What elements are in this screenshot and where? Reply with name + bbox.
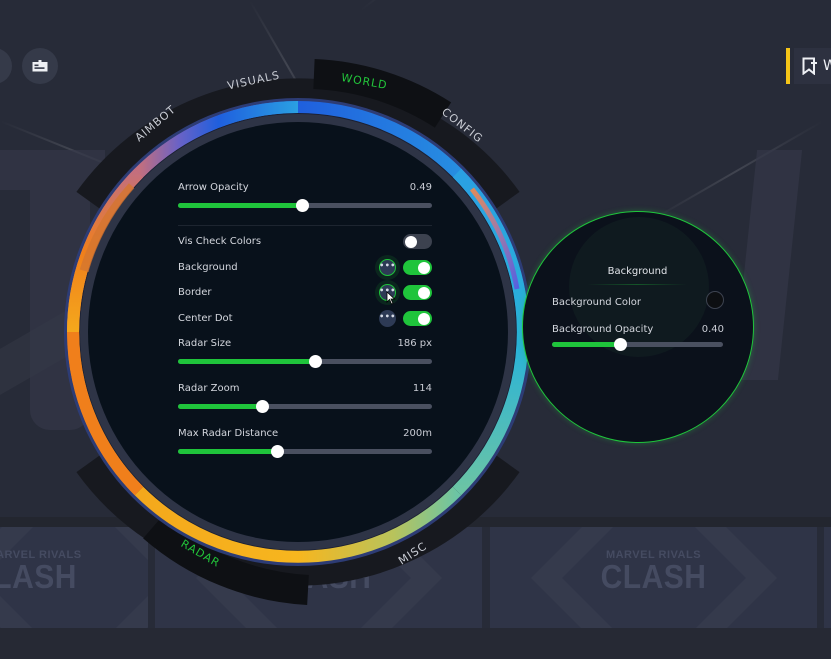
divider <box>587 284 687 285</box>
divider <box>178 225 432 226</box>
border-toggle[interactable] <box>403 285 432 300</box>
arrow-opacity-slider[interactable] <box>178 199 432 212</box>
slider-handle[interactable] <box>255 400 269 413</box>
event-card[interactable]: MARVEL RIVALS CLASH <box>490 527 817 628</box>
menu-button[interactable] <box>0 48 12 84</box>
footer <box>0 628 831 659</box>
slider-handle[interactable] <box>309 355 323 368</box>
max-radar-distance-slider[interactable] <box>178 445 432 458</box>
center-dot-toggle[interactable] <box>403 311 432 326</box>
slider-handle[interactable] <box>296 199 310 212</box>
background-toggle[interactable] <box>403 260 432 275</box>
background-more-button[interactable]: ••• <box>379 259 396 276</box>
slider-handle[interactable] <box>271 445 285 458</box>
radial-ring <box>64 59 532 605</box>
radial-menu: AIMBOT VISUALS WORLD CONFIG MISC RADAR <box>23 57 573 607</box>
popup-title: Background <box>607 266 668 277</box>
radar-zoom-slider[interactable] <box>178 400 432 413</box>
slider-handle[interactable] <box>614 338 628 351</box>
color-swatch[interactable] <box>706 291 724 309</box>
bookmark-add-icon <box>802 57 817 75</box>
event-card[interactable]: MARVEL RIVALS CLASH <box>0 527 148 628</box>
radar-size-slider[interactable] <box>178 355 432 368</box>
background-settings-popup: Background Background Color Background O… <box>522 211 754 443</box>
accent-bar <box>786 48 790 84</box>
side-tab[interactable]: W <box>786 48 831 84</box>
background-opacity-slider[interactable] <box>552 338 723 351</box>
vis-check-colors-toggle[interactable] <box>403 234 432 249</box>
profile-card-button[interactable] <box>22 48 58 84</box>
event-card[interactable] <box>824 527 831 628</box>
mouse-cursor-icon <box>386 291 396 305</box>
center-dot-more-button[interactable]: ••• <box>379 310 396 327</box>
id-card-icon <box>32 60 48 72</box>
